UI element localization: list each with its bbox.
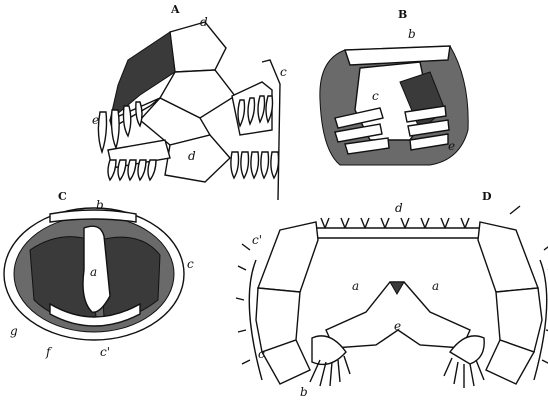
panel-d: D: [236, 190, 548, 399]
label-b-b: b: [408, 27, 416, 41]
panel-a-letter: A: [170, 3, 180, 16]
panel-a: A: [92, 3, 287, 200]
label-b-c: c: [372, 89, 379, 103]
label-c-c: c: [187, 257, 194, 271]
panel-c-letter: C: [58, 190, 67, 203]
panel-b: B b c e: [320, 8, 468, 165]
label-c-g: g: [10, 324, 18, 338]
label-b-e: e: [448, 139, 455, 153]
label-d-c: c: [258, 347, 265, 361]
d-left-segment-1: [258, 222, 318, 292]
panel-c: C b a c g f c': [4, 190, 194, 359]
label-c-c-prime: c': [100, 345, 110, 359]
label-c-b: b: [96, 198, 104, 212]
label-a-d-top: d: [200, 15, 208, 29]
label-c-f: f: [45, 345, 53, 359]
label-d-a-right: a: [432, 279, 439, 293]
d-papillae: [321, 218, 469, 228]
d-right-segment-1: [478, 222, 538, 292]
label-d-a-left: a: [352, 279, 359, 293]
label-d-e: e: [394, 319, 401, 333]
panel-d-letter: D: [482, 190, 492, 203]
label-c-a: a: [90, 265, 97, 279]
panel-b-letter: B: [398, 8, 407, 21]
label-d-c-prime: c': [252, 233, 262, 247]
label-a-c: c: [280, 65, 287, 79]
label-d-b: b: [300, 385, 308, 399]
label-a-d-mid: d: [188, 149, 196, 163]
label-a-e: e: [92, 113, 99, 127]
d-top-band: [316, 228, 480, 238]
label-d-d: d: [395, 201, 403, 215]
left-bristles-lower: [108, 160, 156, 180]
right-bristles-lower: [231, 152, 279, 178]
plate-d-top: [170, 22, 226, 72]
